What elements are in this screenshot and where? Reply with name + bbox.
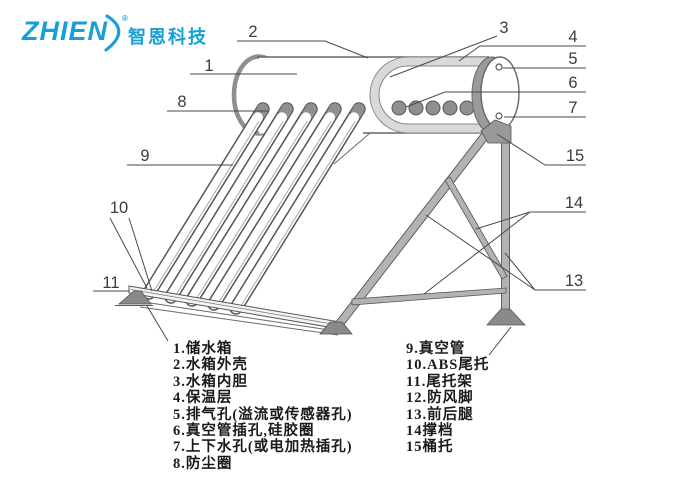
callout-numbers: 1 2 3 4 5 6 7 8 9 10 11 13 14 15 bbox=[102, 19, 584, 292]
legend-item: 6.真空管插孔,硅胶圈 bbox=[173, 423, 315, 440]
legend-item: 11.尾托架 bbox=[406, 373, 473, 390]
callout-4: 4 bbox=[568, 28, 577, 46]
callout-15: 15 bbox=[566, 147, 584, 165]
legend-item: 14撑档 bbox=[406, 423, 454, 440]
legend-item: 15桶托 bbox=[406, 439, 454, 456]
callout-6: 6 bbox=[568, 74, 577, 92]
legend-item: 13.前后腿 bbox=[406, 406, 474, 423]
legend-item: 2.水箱外壳 bbox=[173, 357, 248, 374]
vacuum-tube bbox=[185, 102, 318, 307]
vacuum-tube bbox=[207, 102, 342, 311]
callout-7: 7 bbox=[568, 99, 577, 117]
callout-11: 11 bbox=[102, 274, 119, 292]
logo-brand-text: ZHIEN bbox=[22, 16, 108, 46]
callout-13: 13 bbox=[565, 272, 583, 290]
callout-8: 8 bbox=[177, 93, 186, 111]
registered-mark: ® bbox=[122, 14, 128, 23]
vacuum-tube bbox=[142, 102, 270, 300]
legend-item: 5.排气孔(溢流或传感器孔) bbox=[173, 406, 353, 423]
callout-5: 5 bbox=[568, 50, 577, 68]
vent-hole bbox=[495, 63, 503, 71]
callout-9: 9 bbox=[140, 147, 149, 165]
water-port-hole bbox=[495, 112, 503, 120]
water-tank bbox=[231, 54, 520, 136]
rear-wind-foot bbox=[486, 308, 526, 326]
callout-1: 1 bbox=[204, 57, 213, 75]
logo-swoosh-icon bbox=[104, 14, 121, 52]
logo: ZHIEN ® 智恩科技 bbox=[8, 10, 228, 52]
vacuum-tube bbox=[164, 102, 294, 304]
legend-item: 3.水箱内胆 bbox=[173, 373, 248, 390]
left-wind-foot bbox=[115, 290, 153, 306]
legend-column-left: 1.储水箱 2.水箱外壳 3.水箱内胆 4.保温层 5.排气孔(溢流或传感器孔)… bbox=[173, 341, 353, 472]
brace bbox=[444, 176, 508, 280]
legend-column-right: 9.真空管 10.ABS尾托 11.尾托架 12.防风脚 13.前后腿 14撑档… bbox=[406, 341, 489, 456]
legend-item: 8.防尘圈 bbox=[173, 455, 233, 472]
front-wind-foot bbox=[319, 321, 353, 335]
callout-lines bbox=[93, 35, 586, 356]
legend-item: 9.真空管 bbox=[406, 341, 466, 357]
support-frame bbox=[319, 119, 526, 335]
legend-item: 4.保温层 bbox=[173, 390, 233, 407]
legend-item: 7.上下水孔(或电加热插孔) bbox=[173, 439, 353, 456]
insulation-layer bbox=[369, 56, 488, 134]
callout-2: 2 bbox=[248, 23, 257, 41]
logo-company-text: 智恩科技 bbox=[128, 27, 208, 47]
bottom-bar bbox=[351, 287, 507, 306]
legend-item: 12.防风脚 bbox=[406, 390, 474, 407]
tube-insertion-holes bbox=[391, 100, 475, 116]
barrel-bracket bbox=[480, 119, 512, 144]
legend-item: 10.ABS尾托 bbox=[406, 357, 490, 374]
vacuum-tubes bbox=[142, 102, 366, 315]
vacuum-tube bbox=[229, 102, 366, 315]
callout-3: 3 bbox=[499, 19, 508, 37]
callout-10: 10 bbox=[110, 199, 128, 217]
legend-item: 1.储水箱 bbox=[173, 341, 233, 357]
callout-14: 14 bbox=[565, 194, 583, 212]
